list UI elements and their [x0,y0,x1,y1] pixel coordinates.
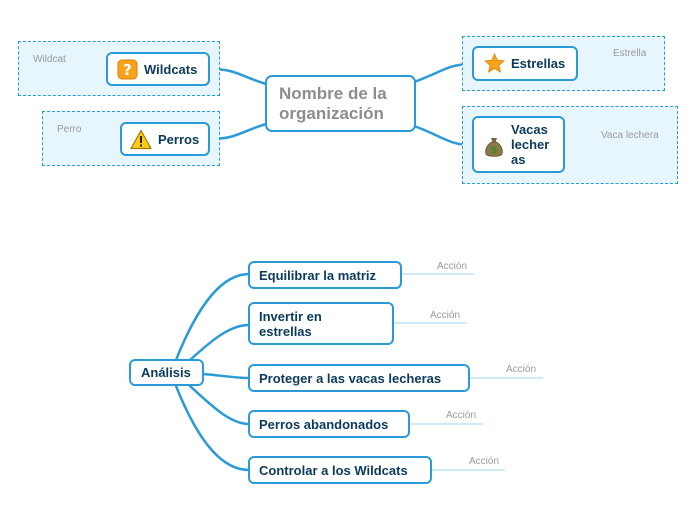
branch-wildcats-label: Wildcats [144,61,198,77]
connector-proteger [201,372,251,380]
analysis-item-perros-abandonados[interactable]: Perros abandonados [248,410,410,438]
analysis-item-label: Proteger a las vacas lecheras [259,370,442,386]
note-estrella: Estrella [613,48,647,59]
central-topic[interactable]: Nombre de la organización [265,75,416,132]
analysis-item-label: Controlar a los Wildcats [259,462,408,478]
note-perro: Perro [57,124,82,135]
question-mark-icon: ? [116,58,138,80]
note-wildcat: Wildcat [33,54,66,65]
analysis-item-label: Equilibrar la matriz [259,267,377,283]
analysis-item-invertir[interactable]: Invertir en estrellas [248,302,394,345]
connector-controlar [174,384,251,472]
analysis-root[interactable]: Análisis [129,359,204,386]
branch-vacas-lecheras-label: Vacas lecher as [511,122,550,167]
warning-icon [130,128,152,150]
branch-estrellas[interactable]: Estrellas [472,46,578,81]
note-accion-2: Acción [430,310,461,321]
analysis-item-label: Perros abandonados [259,416,389,432]
branch-wildcats[interactable]: ? Wildcats [106,52,210,86]
svg-text:?: ? [123,61,132,79]
analysis-item-label: Invertir en estrellas [259,308,322,339]
branch-perros[interactable]: Perros [120,122,210,156]
connector-perros-abandonados [188,384,251,426]
svg-text:$: $ [491,145,498,156]
analysis-item-proteger[interactable]: Proteger a las vacas lecheras [248,364,470,392]
money-bag-icon: $ [483,136,505,158]
branch-vacas-lecheras[interactable]: $ Vacas lecher as [472,116,565,173]
branch-perros-label: Perros [158,131,200,147]
note-accion-3: Acción [506,364,537,375]
branch-estrellas-label: Estrellas [511,56,566,71]
analysis-item-equilibrar[interactable]: Equilibrar la matriz [248,261,402,289]
connector-invertir [188,323,251,362]
analysis-item-controlar[interactable]: Controlar a los Wildcats [248,456,432,484]
central-topic-label: Nombre de la organización [279,84,387,123]
star-icon [483,53,505,75]
note-vaca-lechera: Vaca lechera [601,130,659,141]
connector-equilibrar [174,272,251,362]
analysis-root-label: Análisis [141,365,191,380]
note-accion-5: Acción [469,456,500,467]
note-accion-1: Acción [437,261,468,272]
note-accion-4: Acción [446,410,477,421]
